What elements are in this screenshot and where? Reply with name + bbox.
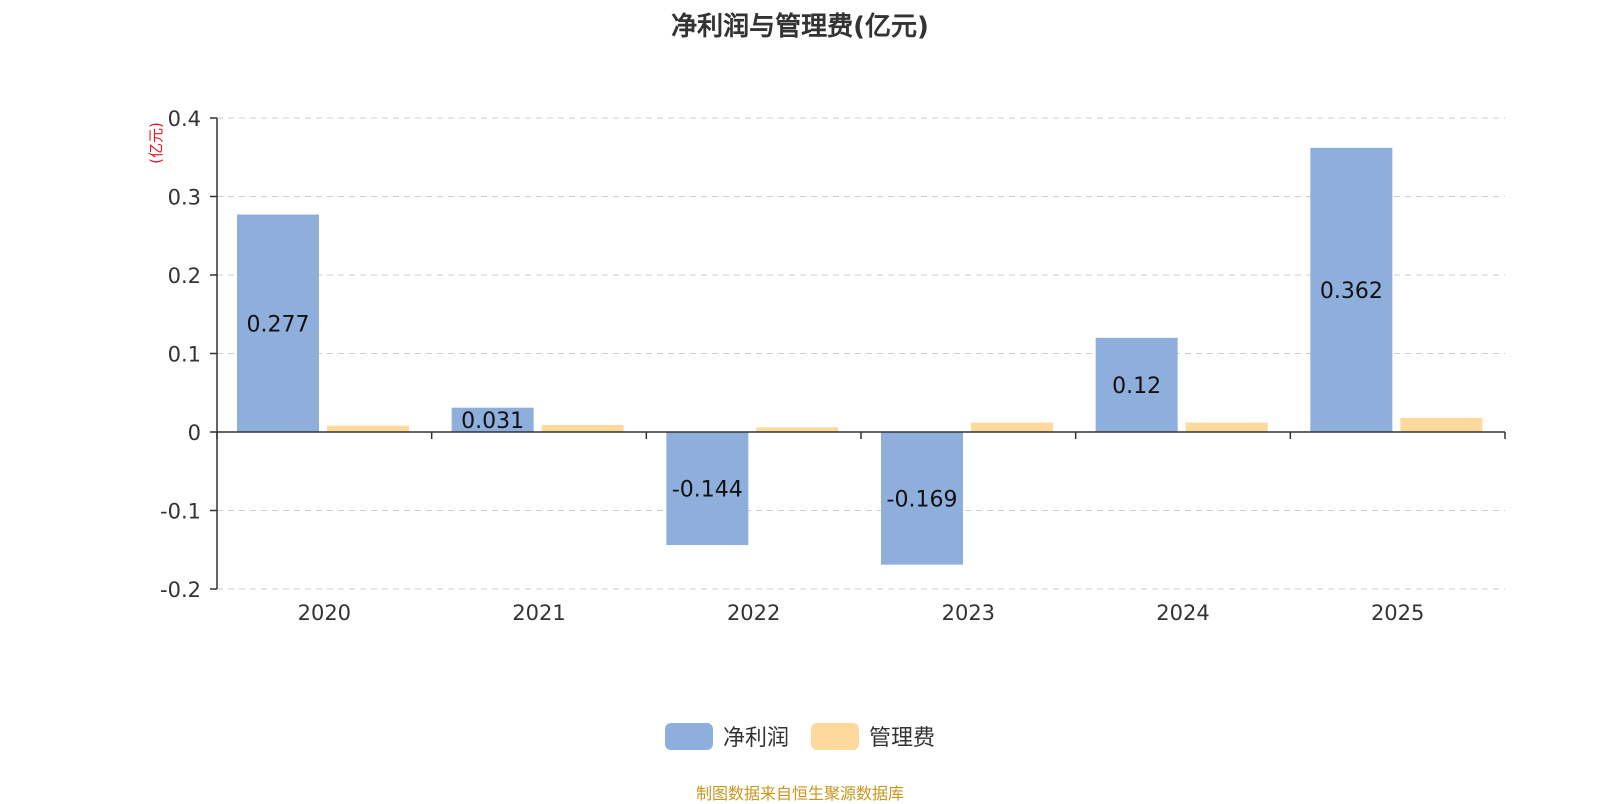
y-tick-label: 0: [188, 421, 201, 445]
bar-management-fee: [756, 427, 839, 432]
y-tick-label: 0.4: [168, 107, 201, 131]
bar-management-fee: [327, 425, 409, 432]
bar-data-label: -0.169: [887, 487, 958, 512]
bar-net-profit: [237, 214, 319, 432]
bar-data-label: 0.12: [1112, 374, 1161, 399]
bar-net-profit: [1095, 337, 1178, 432]
bar-management-fee: [1185, 422, 1268, 432]
legend-item-net-profit[interactable]: 净利润: [664, 720, 789, 752]
bar-net-profit: [451, 407, 534, 432]
bar-data-label: 0.362: [1320, 279, 1383, 304]
bar-net-profit: [666, 432, 749, 546]
legend-swatch-net-profit: [664, 722, 713, 750]
x-tick-label: 2025: [1371, 601, 1424, 625]
x-tick-label: 2020: [298, 601, 351, 625]
legend-item-management-fee[interactable]: 管理费: [811, 720, 935, 752]
bar-data-label: 0.277: [247, 312, 310, 337]
legend-label-net-profit: 净利润: [722, 726, 789, 751]
legend-label-management-fee: 管理费: [869, 726, 936, 751]
y-tick-label: -0.1: [160, 500, 201, 524]
bar-management-fee: [541, 424, 624, 432]
chart-title: 净利润与管理费(亿元): [671, 12, 929, 42]
y-unit-label: (亿元): [147, 122, 165, 164]
bar-management-fee: [971, 422, 1053, 432]
bar-management-fee: [1400, 417, 1483, 432]
y-tick-label: 0.2: [168, 264, 201, 288]
y-tick-label: -0.2: [160, 578, 201, 602]
bar-net-profit: [1310, 147, 1393, 432]
legend: 净利润 管理费: [0, 720, 1600, 752]
bar-net-profit: [881, 432, 963, 565]
bar-data-label: -0.144: [672, 478, 743, 503]
y-tick-label: 0.3: [168, 186, 201, 210]
x-tick-label: 2023: [942, 601, 995, 625]
x-tick-label: 2022: [727, 601, 780, 625]
legend-swatch-management-fee: [811, 722, 859, 750]
bar-data-label: 0.031: [461, 409, 524, 434]
x-tick-label: 2024: [1156, 601, 1209, 625]
source-note: 制图数据来自恒生聚源数据库: [695, 784, 904, 803]
x-tick-label: 2021: [512, 601, 565, 625]
y-tick-label: 0.1: [168, 343, 201, 367]
